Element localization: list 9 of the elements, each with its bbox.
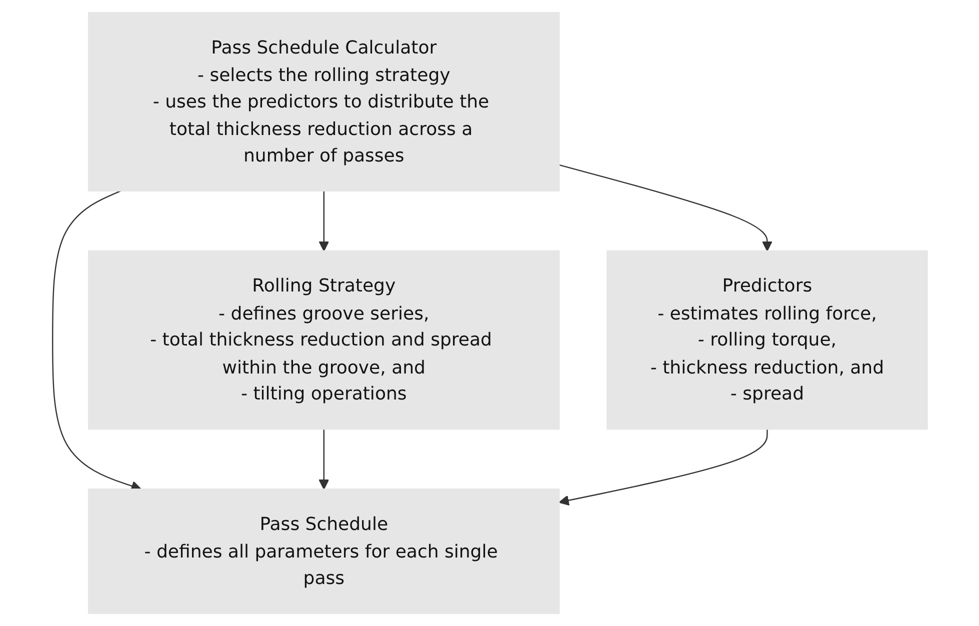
arrow xyxy=(318,190,329,252)
flowchart-diagram: Pass Schedule Calculator - selects the rolling strategy - uses the predictors to distribute the total thickness reduction across a number of passes Rolling Strategy - defines groove series, - total thickness reduction and spread within the groove, and - tilting operations Pass Schedule - defines all parameters for each single pass Predictors - estimates rolling force, - rolling torque, - thickness reduction, and - spread xyxy=(42,3,936,623)
arrow xyxy=(558,429,768,506)
node-box xyxy=(606,250,928,430)
node-box xyxy=(88,488,560,614)
arrow xyxy=(558,164,772,252)
node-box xyxy=(88,12,560,192)
arrow xyxy=(318,429,329,490)
node-box xyxy=(88,250,560,430)
